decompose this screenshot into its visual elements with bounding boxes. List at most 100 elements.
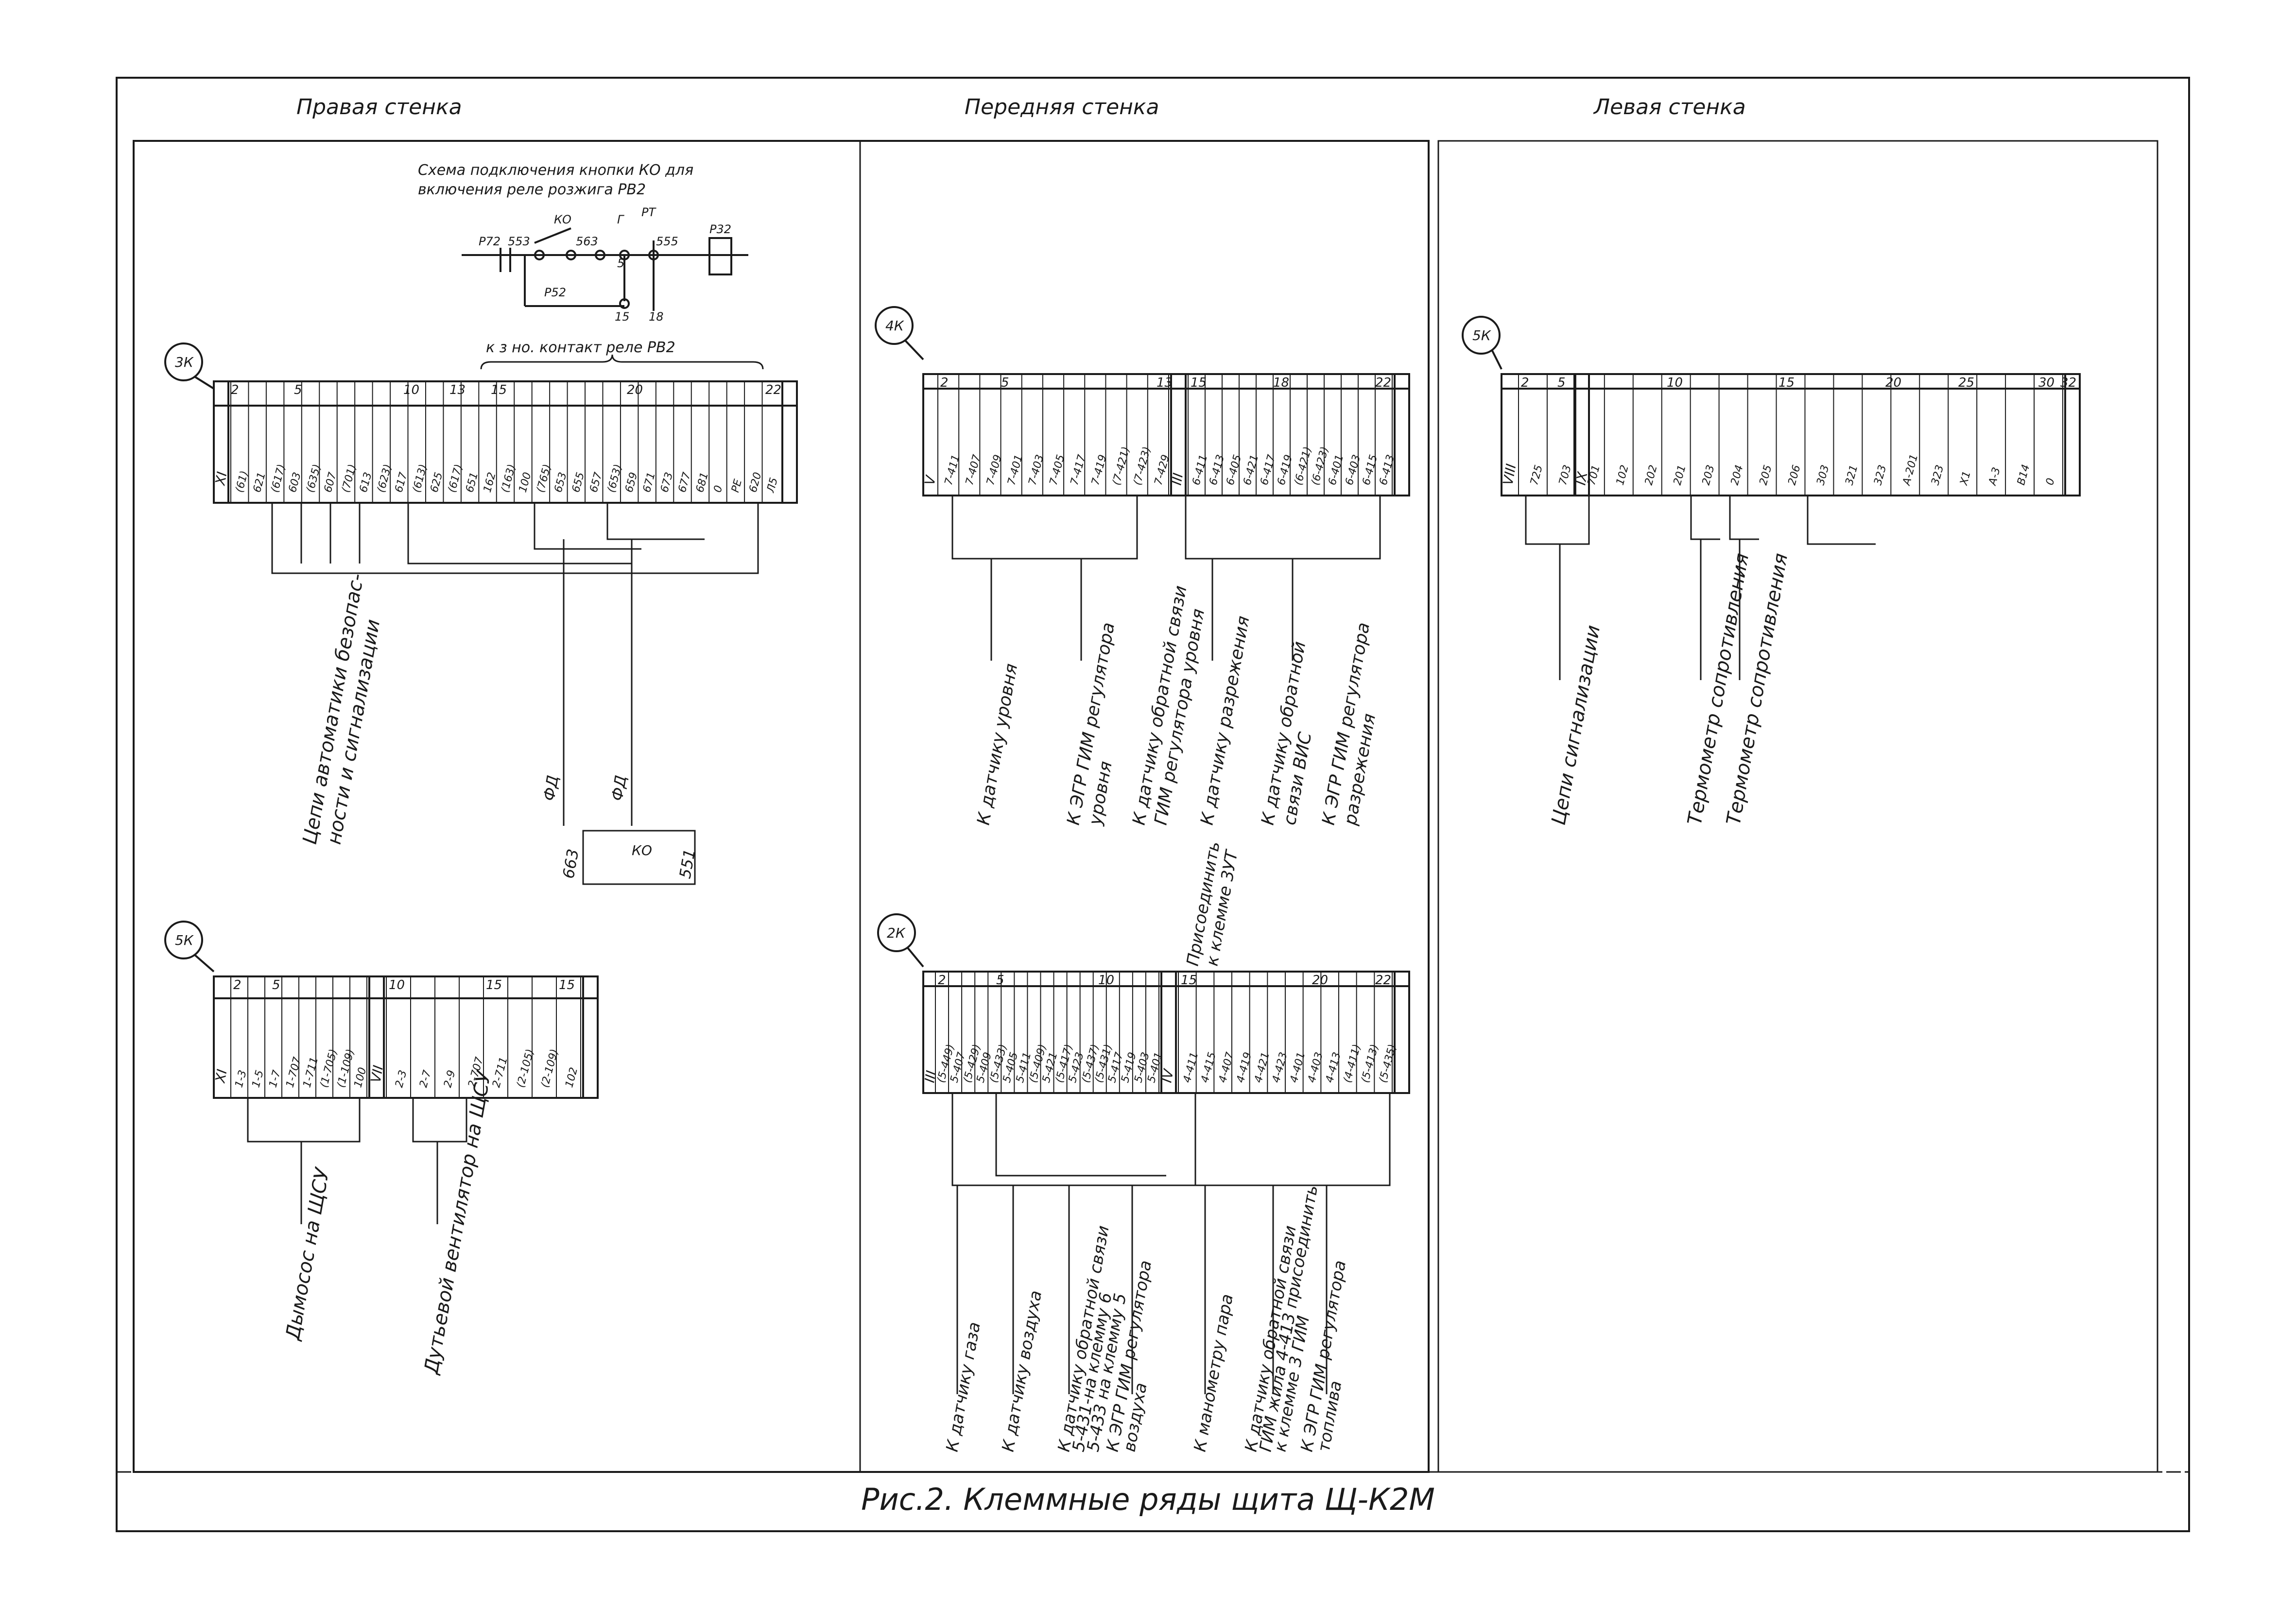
k5b-wire: 203: [1700, 464, 1717, 487]
k2-wire: 4-419: [1234, 1051, 1254, 1084]
k3-number: 2: [231, 383, 239, 397]
k3-wire: 671: [641, 471, 658, 494]
k5b-wire: 725: [1528, 464, 1545, 487]
k3-wire: 621: [251, 471, 268, 494]
ko-schema: [462, 227, 748, 311]
row-label: III: [921, 1069, 939, 1084]
k3-wire: 100: [517, 471, 534, 494]
k5b-wire: 202: [1643, 464, 1660, 487]
k3-number: 15: [491, 383, 507, 397]
k5a-wire: 1-711: [301, 1056, 321, 1089]
k2-label: К манометру пара: [1190, 1293, 1237, 1453]
terminal-block-2k: [877, 913, 1410, 1094]
k3-wire: (163): [499, 463, 518, 494]
k2-number: 5: [996, 973, 1004, 988]
schema-title: включения реле розжига РВ2: [418, 181, 646, 198]
k5b-wire: 303: [1814, 464, 1831, 487]
k3-circuit-label: КО: [632, 842, 652, 858]
k4-wire: 6-415: [1360, 453, 1380, 486]
terminal-badge-2k: 2К: [887, 925, 906, 941]
k4-wire: 6-413: [1207, 453, 1227, 486]
terminal-badge-4k: 4К: [885, 318, 904, 334]
k4-wire: 6-411: [1190, 453, 1210, 486]
schema-label: Р72: [479, 235, 501, 248]
schema-label: Г: [617, 213, 624, 226]
k5a-number: 15: [486, 978, 502, 992]
k5a-wire: 2-9: [442, 1069, 458, 1089]
terminal-block-5k-a: [164, 921, 599, 1099]
k5b-label: Цепи сигнализации: [1548, 623, 1605, 826]
schema-label: 555: [656, 235, 678, 248]
k3-wire: 653: [552, 471, 569, 494]
schema-bracket-label: к з но. контакт реле РВ2: [486, 339, 675, 356]
schema-label: 5: [617, 256, 624, 270]
terminal-block-4k: [875, 306, 1410, 496]
k4-wire: 7-419: [1089, 453, 1109, 486]
k5a-wire: 2-7: [417, 1069, 433, 1089]
schema-label: 563: [576, 235, 598, 248]
terminal-block-5k-b: [1462, 316, 2081, 496]
k4-wire: 7-403: [1026, 453, 1046, 486]
row-label: IV: [1158, 1067, 1177, 1084]
k5a-wire: (2-109): [539, 1048, 561, 1089]
k3-wire: (617): [269, 463, 288, 494]
k5b-wire: 703: [1557, 464, 1574, 487]
k3-wire: (765): [535, 463, 553, 494]
k4-wire: 7-407: [964, 453, 984, 486]
k3-wire: 681: [694, 471, 711, 494]
terminal-block-2k-wires: [951, 1093, 1391, 1394]
k4-wire: 7-417: [1069, 453, 1088, 486]
k5b-wire: А-3: [1986, 466, 2003, 487]
k5b-number: 20: [1885, 376, 1901, 390]
k5b-number: 30: [2038, 376, 2054, 390]
k3-wire: (623): [375, 463, 394, 494]
k2-number: 22: [1375, 973, 1391, 988]
k3-wire: Л5: [765, 477, 780, 495]
k3-wire: 0: [712, 484, 725, 494]
wall-title-front: Передняя стенка: [965, 95, 1159, 120]
k3-wire: 657: [587, 471, 604, 494]
k5a-number: 2: [233, 978, 242, 992]
terminal-badge-5k: 5К: [1472, 327, 1491, 343]
k3-wire: 677: [676, 471, 693, 494]
k5a-wire: 1-707: [284, 1056, 304, 1089]
k3-number: 20: [627, 383, 643, 397]
k5b-wire: В14: [2015, 463, 2032, 486]
ko-schema-bracket: [480, 354, 764, 370]
wall-title-right: Правая стенка: [296, 95, 462, 120]
k4-number: 22: [1375, 376, 1391, 390]
k3-circuit-label: ФД: [539, 774, 562, 802]
k5b-wire: 206: [1786, 464, 1803, 487]
k3-wire: 603: [287, 471, 304, 494]
k5b-number: 5: [1557, 376, 1566, 390]
outer-frame: [116, 77, 2190, 1532]
schema-label: Р32: [709, 222, 731, 236]
row-label: VIII: [1500, 462, 1519, 486]
k2-wire: 4-415: [1199, 1051, 1219, 1084]
k4-wire: 6-417: [1258, 453, 1278, 486]
k5b-wire: Х1: [1958, 470, 1973, 487]
k2-wire: 4-421: [1252, 1051, 1272, 1084]
k5a-number: 10: [389, 978, 405, 992]
k2-wire: 4-413: [1324, 1051, 1344, 1084]
k5b-wire: 0: [2044, 477, 2057, 487]
k5b-wire: 204: [1729, 464, 1746, 487]
k5a-label: Дутьевой вентилятор на ЩСУ: [420, 1068, 496, 1377]
k2-number: 20: [1312, 973, 1328, 988]
k4-wire: 6-421: [1241, 453, 1261, 486]
k3-wire: 651: [464, 471, 481, 494]
k4-number: 15: [1191, 376, 1207, 390]
k5b-wire: А-201: [1900, 453, 1920, 487]
k4-wire: 6-419: [1275, 453, 1295, 486]
schema-label: Р52: [544, 286, 566, 299]
k3-wire: (617): [446, 463, 465, 494]
k4-number: 13: [1157, 376, 1173, 390]
k4-wire: (7-423): [1131, 445, 1153, 487]
k3-number: 13: [449, 383, 466, 397]
k5b-wire: 323: [1929, 464, 1946, 487]
k3-wire: (653): [605, 463, 624, 494]
k5b-number: 10: [1667, 376, 1683, 390]
k3-wire: (635): [304, 463, 323, 494]
k5b-wire: 102: [1614, 464, 1631, 487]
